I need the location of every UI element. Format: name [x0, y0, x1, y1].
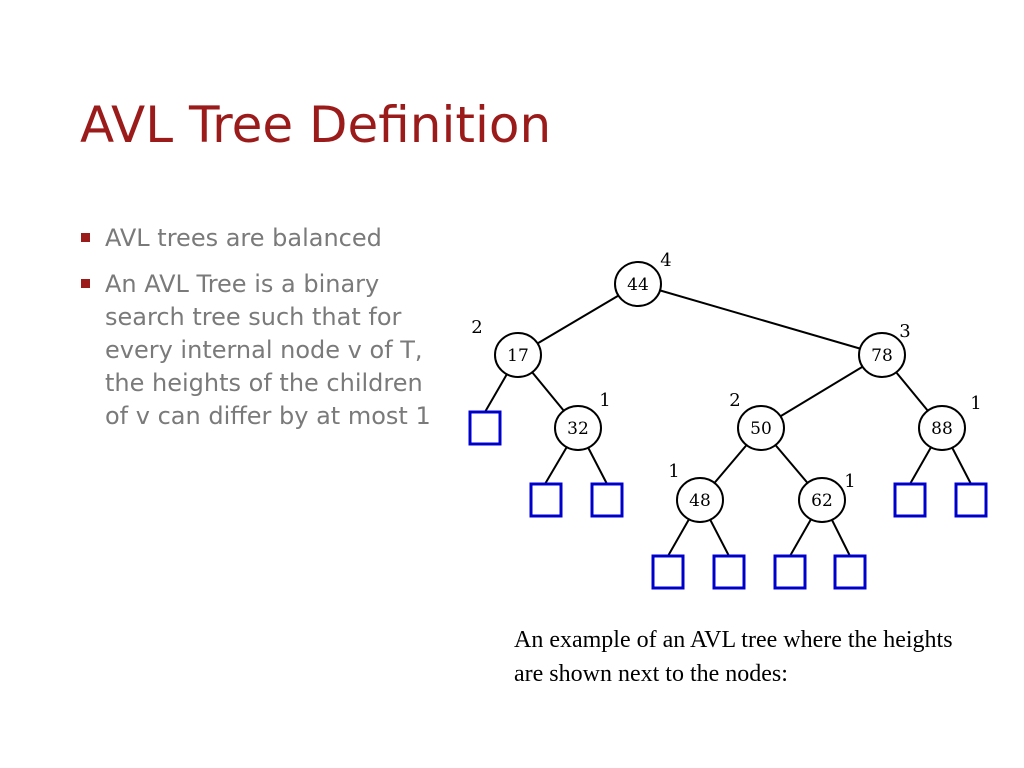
external-leaf: [893, 482, 927, 518]
node-circle: [918, 405, 966, 451]
node-key: 50: [750, 419, 772, 439]
node-key: 17: [507, 346, 529, 366]
tree-node: 88 1: [918, 393, 982, 451]
slide-title: AVL Tree Definition: [80, 96, 552, 154]
node-height: 1: [599, 390, 610, 411]
node-circle: [798, 477, 846, 523]
tree-node: 78 3: [858, 321, 911, 378]
node-circle: [494, 332, 542, 378]
external-leaf: [651, 554, 685, 590]
node-height: 1: [668, 461, 679, 482]
node-height: 4: [660, 250, 671, 271]
tree-node: 62 1: [798, 471, 856, 523]
bullet-item: An AVL Tree is a binary search tree such…: [80, 268, 440, 433]
node-height: 1: [844, 471, 855, 492]
node-key: 88: [931, 419, 953, 439]
node-circle: [737, 405, 785, 451]
node-height: 2: [471, 317, 482, 338]
tree-node: 17 2: [471, 317, 542, 378]
tree-node: 48 1: [668, 461, 724, 523]
node-circle: [676, 477, 724, 523]
node-circle: [554, 405, 602, 451]
tree-edge: [637, 283, 883, 356]
node-key: 78: [871, 346, 893, 366]
bullet-list: AVL trees are balanced An AVL Tree is a …: [80, 222, 440, 446]
node-key: 44: [627, 275, 649, 295]
external-leaf: [712, 554, 746, 590]
external-leaf: [529, 482, 563, 518]
node-height: 1: [970, 393, 981, 414]
bullet-text: An AVL Tree is a binary search tree such…: [105, 270, 431, 430]
node-circle: [858, 332, 906, 378]
node-key: 32: [567, 419, 589, 439]
external-leaf: [954, 482, 988, 518]
node-height: 2: [729, 390, 740, 411]
node-key: 48: [689, 491, 711, 511]
external-leaf: [773, 554, 807, 590]
bullet-text: AVL trees are balanced: [105, 224, 382, 252]
tree-node: 44 4: [614, 250, 672, 307]
external-leaf: [468, 410, 502, 446]
diagram-caption: An example of an AVL tree where the heig…: [514, 627, 953, 687]
node-key: 62: [811, 491, 833, 511]
node-height: 3: [899, 321, 910, 342]
tree-node: 50 2: [729, 390, 785, 451]
bullet-marker-icon: [81, 233, 90, 242]
external-leaf: [590, 482, 624, 518]
bullet-marker-icon: [81, 279, 90, 288]
node-circle: [614, 261, 662, 307]
external-leaf: [833, 554, 867, 590]
bullet-item: AVL trees are balanced: [80, 222, 440, 255]
tree-node: 32 1: [554, 390, 611, 451]
